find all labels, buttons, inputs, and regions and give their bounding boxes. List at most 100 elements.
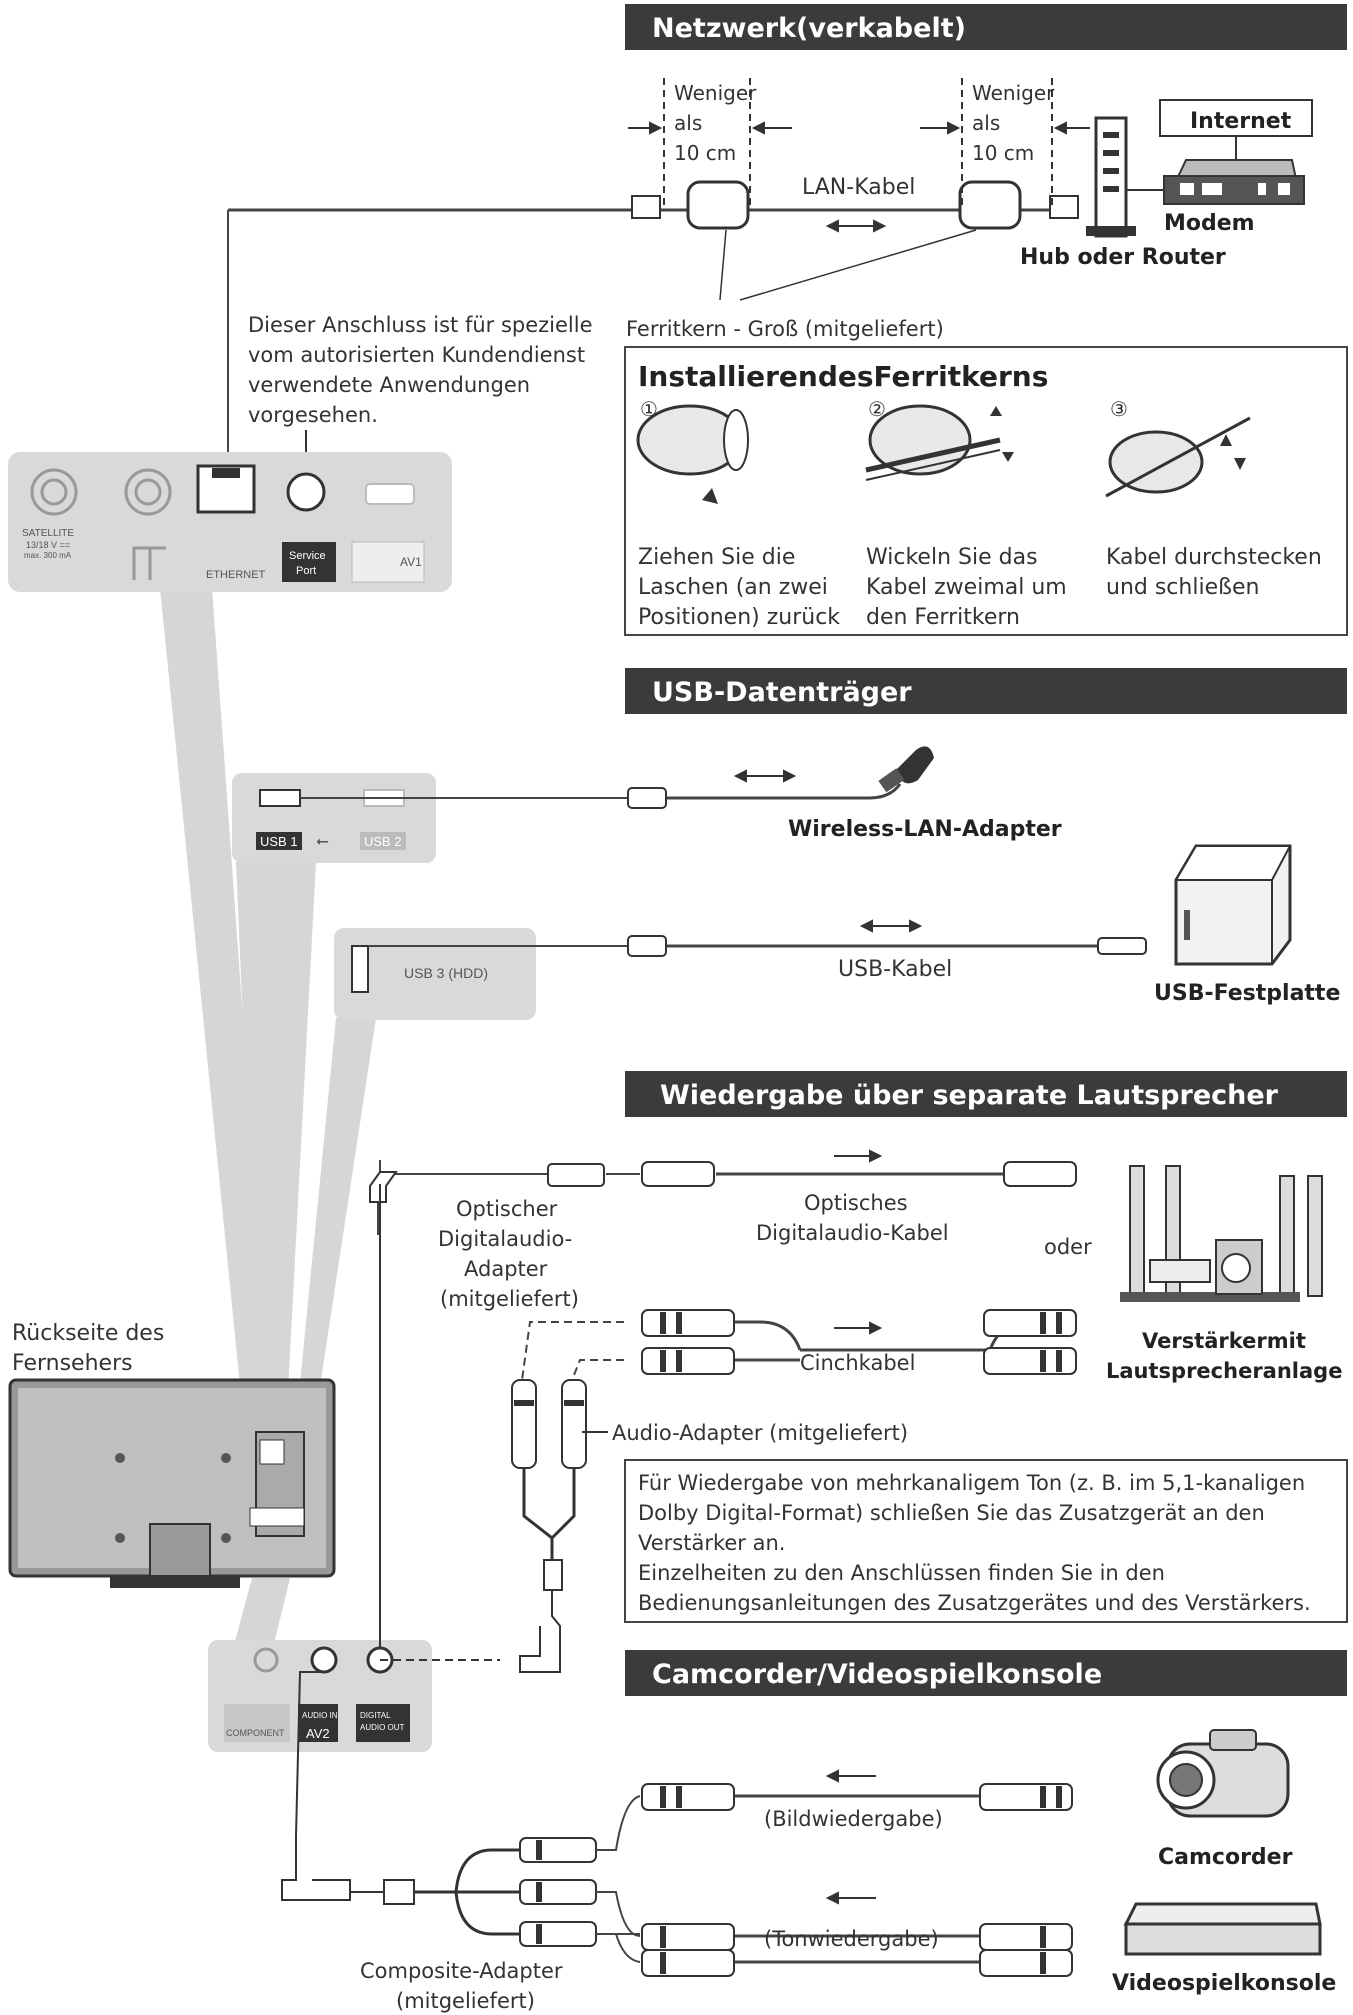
svg-text:Rückseite des: Rückseite des	[12, 1321, 164, 1346]
svg-text:Verstärkermit: Verstärkermit	[1142, 1329, 1306, 1353]
svg-text:②: ②	[868, 397, 886, 421]
service-note: Dieser Anschluss ist für spezielle vom a…	[248, 313, 593, 427]
console-label: Videospielkonsole	[1112, 1971, 1336, 1996]
optical-adapter-label: Optischer Digitalaudio- Adapter (mitgeli…	[438, 1197, 579, 1311]
svg-text:Digitalaudio-: Digitalaudio-	[438, 1227, 572, 1251]
svg-text:Ziehen Sie die: Ziehen Sie die	[638, 545, 795, 570]
ferrite-install-box: InstallierendesFerritkerns	[624, 346, 1348, 636]
svg-text:10 cm: 10 cm	[972, 141, 1034, 165]
svg-text:USB 1: USB 1	[260, 834, 298, 849]
svg-text:SATELLITE: SATELLITE	[22, 528, 74, 539]
ferrite-step-2: ② Wickeln Sie das Kabel zweimal um den F…	[865, 397, 1067, 630]
svg-text:Weniger: Weniger	[972, 81, 1055, 105]
amplifier-label: Verstärkermit Lautsprecheranlage	[1106, 1329, 1342, 1383]
svg-text:und schließen: und schließen	[1106, 575, 1259, 600]
usb-hdd-icon	[1174, 844, 1292, 966]
svg-text:Positionen) zurück: Positionen) zurück	[638, 605, 840, 630]
svg-text:Kabel durchstecken: Kabel durchstecken	[1106, 545, 1322, 570]
svg-text:AV2: AV2	[306, 1726, 330, 1741]
modem-icon	[1163, 159, 1305, 205]
optical-cable-label: Optisches Digitalaudio-Kabel	[756, 1191, 949, 1245]
svg-text:Weniger: Weniger	[674, 81, 757, 105]
svg-text:verwendete Anwendungen: verwendete Anwendungen	[248, 373, 530, 397]
composite-adapter-label: Composite-Adapter (mitgeliefert)	[360, 1959, 563, 2013]
hdmi-port	[365, 483, 415, 505]
composite-adapter-icon	[281, 1836, 597, 1947]
distance-markers	[628, 78, 1090, 301]
internet-box: Internet	[1159, 99, 1313, 160]
svg-text:Dolby Digital-Format) schließe: Dolby Digital-Format) schließen Sie das …	[638, 1501, 1265, 1525]
svg-text:Bedienungsanleitungen des Zusa: Bedienungsanleitungen des Zusatzgerätes …	[638, 1591, 1311, 1615]
svg-text:AV1: AV1	[400, 555, 422, 569]
svg-text:Wickeln Sie das: Wickeln Sie das	[866, 545, 1038, 570]
ferrite-step-3: ③ Kabel durchstecken und schließen	[1105, 397, 1322, 600]
svg-text:Internet: Internet	[1190, 109, 1292, 134]
distance-label-right: Weniger als 10 cm	[972, 81, 1055, 165]
modem-label: Modem	[1164, 211, 1255, 236]
optical-cable	[377, 1160, 1004, 1235]
svg-text:COMPONENT: COMPONENT	[226, 1728, 285, 1738]
svg-text:Kabel zweimal um: Kabel zweimal um	[866, 575, 1067, 600]
usb3-port	[351, 945, 369, 993]
lan-plug-left	[631, 195, 661, 219]
svg-text:Camcorder/Videospielkonsole: Camcorder/Videospielkonsole	[652, 1659, 1102, 1690]
header-network: Netzwerk(verkabelt)	[625, 4, 1347, 50]
usb1-port	[259, 789, 301, 807]
hub-router-label: Hub oder Router	[1020, 245, 1226, 270]
svg-text:Optisches: Optisches	[804, 1191, 908, 1215]
optical-plug-left	[641, 1161, 715, 1187]
svg-text:Lautsprecheranlage: Lautsprecheranlage	[1106, 1359, 1342, 1383]
ferrite-core-left	[686, 180, 750, 230]
audio-playback-label: (Tonwiedergabe)	[764, 1927, 939, 1951]
game-console-icon	[1123, 1902, 1322, 1956]
lan-cable-label: LAN-Kabel	[802, 175, 915, 200]
arrows-usb	[733, 769, 923, 933]
svg-text:Port: Port	[296, 565, 316, 577]
svg-text:Fernsehers: Fernsehers	[12, 1351, 133, 1376]
or-label: oder	[1044, 1235, 1092, 1259]
tv-back-icon	[8, 1378, 336, 1588]
svg-text:Laschen (an zwei: Laschen (an zwei	[638, 575, 828, 600]
audio-adapter-label: Audio-Adapter (mitgeliefert)	[612, 1421, 908, 1445]
cinch-cables	[521, 1320, 1060, 1381]
svg-text:10 cm: 10 cm	[674, 141, 736, 165]
camcorder-cables	[596, 1794, 980, 1964]
arrow-optical	[834, 1149, 883, 1163]
svg-text:als: als	[972, 111, 1000, 135]
arrows-camcorder	[825, 1769, 876, 1905]
ferrite-label: Ferritkern - Groß (mitgeliefert)	[626, 317, 944, 341]
usb-plug-wlan	[627, 787, 667, 809]
svg-text:USB-Datenträger: USB-Datenträger	[652, 677, 912, 708]
camcorder-plugs	[641, 1783, 1073, 1977]
svg-text:als: als	[674, 111, 702, 135]
svg-text:Verstärker an.: Verstärker an.	[638, 1531, 785, 1555]
svg-text:den Ferritkern: den Ferritkern	[866, 605, 1020, 630]
svg-text:vom autorisierten Kundendienst: vom autorisierten Kundendienst	[248, 343, 585, 367]
svg-text:③: ③	[1110, 397, 1128, 421]
tv-panel-top: SATELLITE 13/18 V == max. 300 mA ETHERNE…	[8, 452, 452, 592]
tv-back-label: Rückseite des Fernsehers	[12, 1321, 164, 1376]
camcorder-label: Camcorder	[1158, 1845, 1293, 1870]
ferrite-core-right	[958, 180, 1022, 230]
svg-text:Netzwerk(verkabelt): Netzwerk(verkabelt)	[652, 13, 966, 44]
header-camcorder: Camcorder/Videospielkonsole	[625, 1650, 1347, 1696]
svg-text:Digitalaudio-Kabel: Digitalaudio-Kabel	[756, 1221, 949, 1245]
tv-panel-usb3: USB 3 (HDD)	[334, 928, 536, 1020]
svg-text:vorgesehen.: vorgesehen.	[248, 403, 378, 427]
lan-plug-right	[1049, 195, 1079, 219]
svg-text:Service: Service	[289, 550, 326, 562]
optical-plug-right	[1003, 1161, 1077, 1187]
arrow-cinch	[834, 1321, 883, 1335]
wireless-adapter-label: Wireless-LAN-Adapter	[788, 817, 1062, 842]
tv-panel-usb12: USB 1 ⭠ USB 2	[232, 773, 436, 863]
svg-text:(mitgeliefert): (mitgeliefert)	[440, 1287, 579, 1311]
usb-plug-hdd	[1097, 937, 1147, 955]
svg-text:Adapter: Adapter	[464, 1257, 548, 1281]
svg-text:max. 300 mA: max. 300 mA	[24, 551, 72, 560]
svg-text:ETHERNET: ETHERNET	[206, 569, 266, 581]
svg-text:Dieser Anschluss ist für spezi: Dieser Anschluss ist für spezielle	[248, 313, 593, 337]
svg-text:13/18 V ==: 13/18 V ==	[26, 540, 70, 550]
header-usb: USB-Datenträger	[625, 668, 1347, 714]
usb-cable-label: USB-Kabel	[838, 957, 952, 982]
